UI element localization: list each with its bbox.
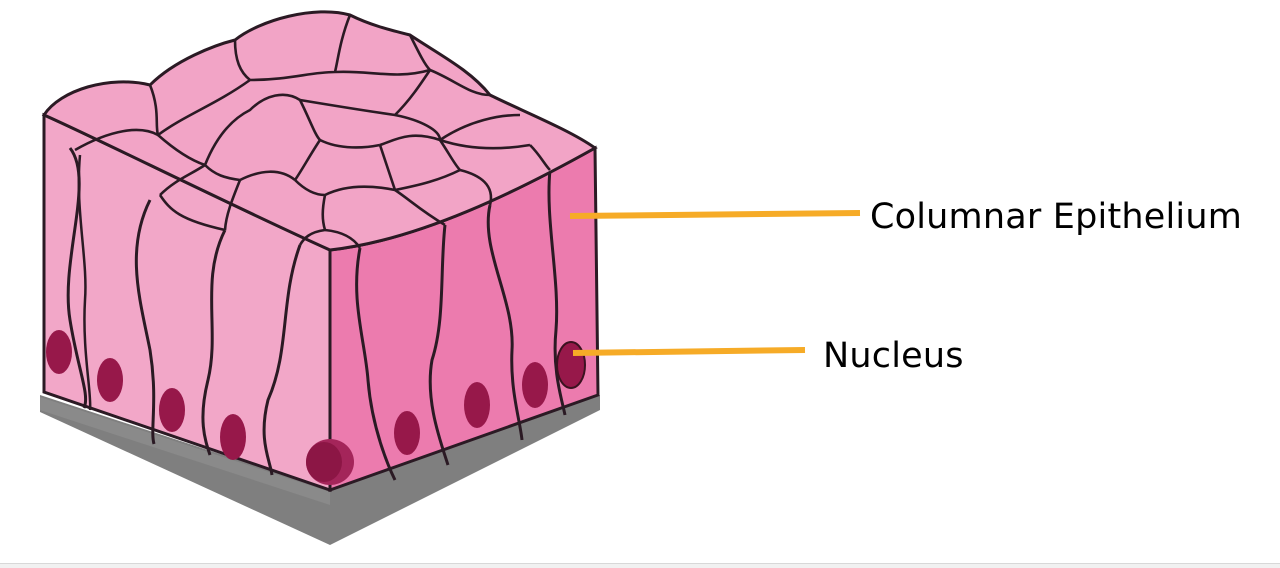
nucleus	[394, 411, 420, 455]
nucleus	[464, 382, 490, 428]
basement-membrane	[40, 395, 600, 545]
nucleus	[97, 358, 123, 402]
nucleus	[220, 414, 246, 460]
nucleus	[46, 330, 72, 374]
nucleus	[522, 362, 548, 408]
leader-line-columnar	[569, 210, 861, 219]
bottom-divider	[0, 563, 1280, 568]
nucleus-callout-target	[556, 341, 586, 389]
label-columnar-epithelium: Columnar Epithelium	[870, 197, 1243, 237]
leader-line-nucleus	[572, 347, 806, 356]
apical-surface	[41, 10, 598, 252]
nucleus	[306, 442, 342, 482]
label-nucleus: Nucleus	[823, 336, 964, 376]
nucleus	[159, 388, 185, 432]
